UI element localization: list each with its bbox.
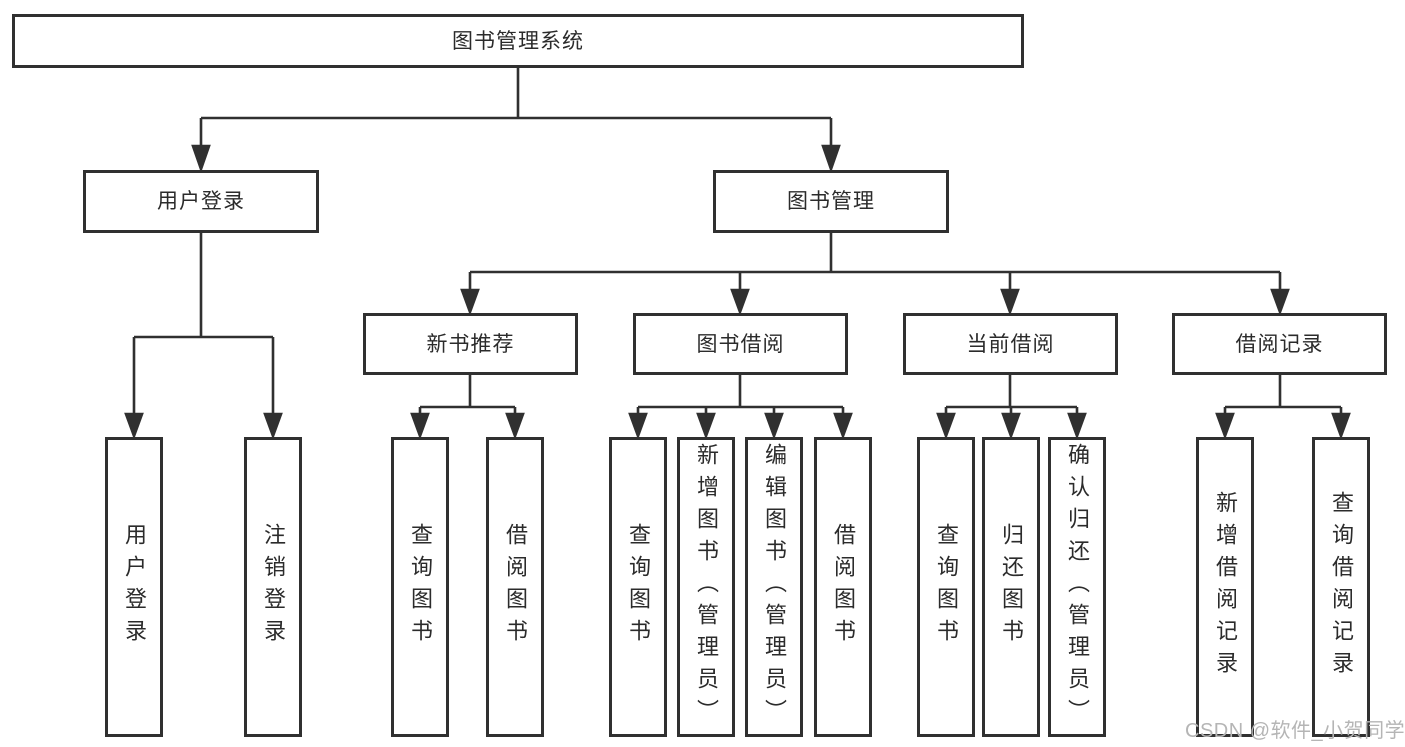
arrowhead bbox=[1215, 412, 1235, 440]
leaf-borrow-books-recommend-label: 借阅图书 bbox=[503, 523, 528, 651]
leaf-query-borrow-record-label: 查询借阅记录 bbox=[1329, 491, 1354, 683]
csdn-watermark: CSDN @软件_小贺同学 bbox=[1185, 720, 1405, 742]
connector-current-borrow-children bbox=[936, 375, 1087, 440]
arrowhead bbox=[191, 144, 211, 173]
leaf-query-books-recommend: 查询图书 bbox=[391, 437, 449, 737]
leaf-return-book: 归还图书 bbox=[982, 437, 1040, 737]
node-book-borrow: 图书借阅 bbox=[633, 313, 848, 375]
arrowhead bbox=[410, 412, 430, 440]
node-current-borrow-label: 当前借阅 bbox=[966, 332, 1055, 356]
arrowhead bbox=[460, 288, 480, 316]
leaf-return-book-label: 归还图书 bbox=[999, 523, 1024, 651]
leaf-query-borrow-record: 查询借阅记录 bbox=[1312, 437, 1370, 737]
arrowhead bbox=[263, 412, 283, 440]
leaf-query-books-borrow-label: 查询图书 bbox=[626, 523, 651, 651]
leaf-confirm-return-admin-label: 确认归还（管理员） bbox=[1065, 443, 1090, 731]
leaf-user-login-label: 用户登录 bbox=[122, 523, 147, 651]
connector-root-to-level2 bbox=[191, 68, 841, 173]
leaf-query-books-recommend-label: 查询图书 bbox=[408, 523, 433, 651]
arrowhead bbox=[833, 412, 853, 440]
node-root-label: 图书管理系统 bbox=[452, 29, 584, 53]
node-book-management-label: 图书管理 bbox=[787, 190, 875, 213]
arrowhead bbox=[1000, 288, 1020, 316]
node-borrow-records-label: 借阅记录 bbox=[1235, 332, 1324, 356]
arrowhead bbox=[1270, 288, 1290, 316]
node-root: 图书管理系统 bbox=[12, 14, 1024, 68]
arrowhead bbox=[696, 412, 716, 440]
arrowhead bbox=[1067, 412, 1087, 440]
leaf-query-books-borrow: 查询图书 bbox=[609, 437, 667, 737]
arrowhead bbox=[730, 288, 750, 316]
node-current-borrow: 当前借阅 bbox=[903, 313, 1118, 375]
leaf-confirm-return-admin: 确认归还（管理员） bbox=[1048, 437, 1106, 737]
arrowhead bbox=[1331, 412, 1351, 440]
leaf-borrow-books: 借阅图书 bbox=[814, 437, 872, 737]
node-user-login-label: 用户登录 bbox=[157, 190, 245, 213]
connector-borrow-records-children bbox=[1215, 375, 1351, 440]
connector-book-borrow-children bbox=[628, 375, 853, 440]
arrowhead bbox=[936, 412, 956, 440]
arrowhead bbox=[1001, 412, 1021, 440]
leaf-borrow-books-label: 借阅图书 bbox=[831, 523, 856, 651]
node-user-login: 用户登录 bbox=[83, 170, 319, 233]
leaf-add-borrow-record-label: 新增借阅记录 bbox=[1213, 491, 1238, 683]
leaf-add-borrow-record: 新增借阅记录 bbox=[1196, 437, 1254, 737]
node-book-management: 图书管理 bbox=[713, 170, 949, 233]
leaf-query-books-current: 查询图书 bbox=[917, 437, 975, 737]
leaf-edit-book-admin-label: 编辑图书（管理员） bbox=[762, 443, 787, 731]
node-borrow-records: 借阅记录 bbox=[1172, 313, 1387, 375]
leaf-logout-label: 注销登录 bbox=[261, 523, 286, 651]
node-book-borrow-label: 图书借阅 bbox=[696, 332, 785, 356]
leaf-logout: 注销登录 bbox=[244, 437, 302, 737]
leaf-borrow-books-recommend: 借阅图书 bbox=[486, 437, 544, 737]
arrowhead bbox=[124, 412, 144, 440]
leaf-edit-book-admin: 编辑图书（管理员） bbox=[745, 437, 803, 737]
connector-user-login-children bbox=[124, 233, 283, 440]
node-new-book-recommend: 新书推荐 bbox=[363, 313, 578, 375]
arrowhead bbox=[764, 412, 784, 440]
arrowhead bbox=[505, 412, 525, 440]
arrowhead bbox=[821, 144, 841, 173]
connector-book-management-children bbox=[460, 233, 1290, 316]
leaf-add-book-admin: 新增图书（管理员） bbox=[677, 437, 735, 737]
leaf-query-books-current-label: 查询图书 bbox=[934, 523, 959, 651]
leaf-add-book-admin-label: 新增图书（管理员） bbox=[694, 443, 719, 731]
leaf-user-login: 用户登录 bbox=[105, 437, 163, 737]
arrowhead bbox=[628, 412, 648, 440]
node-new-book-recommend-label: 新书推荐 bbox=[426, 332, 515, 356]
connector-new-book-recommend-children bbox=[410, 375, 525, 440]
